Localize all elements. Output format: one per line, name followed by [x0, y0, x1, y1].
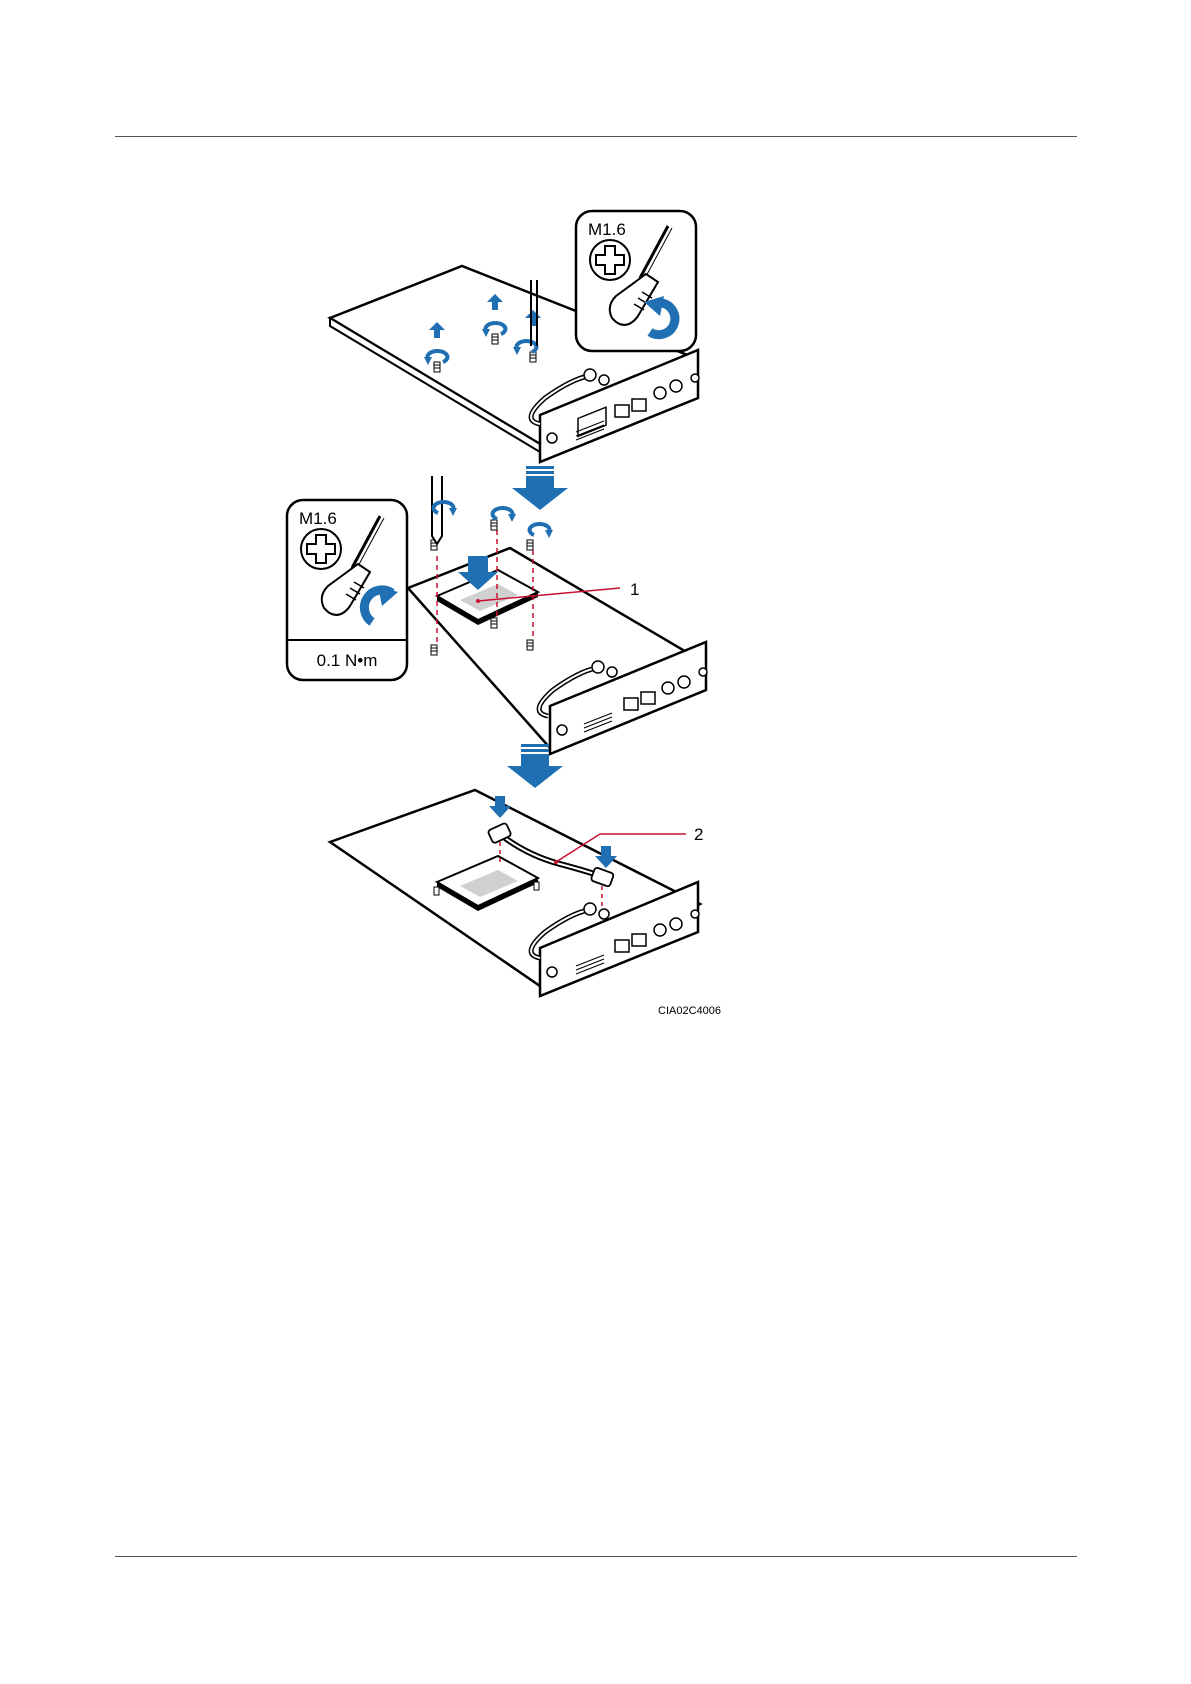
tool-badge-top: M1.6 — [576, 211, 696, 351]
phillips-icon — [301, 529, 341, 569]
step-3-board: 2 — [330, 790, 703, 996]
screw-size-label-mid: M1.6 — [299, 509, 337, 528]
step-arrow-1 — [512, 466, 568, 510]
figure-id: CIA02C4006 — [658, 1005, 721, 1017]
phillips-icon — [590, 240, 630, 280]
step-2-board: 1 — [408, 476, 707, 756]
screw-size-label-top: M1.6 — [588, 220, 626, 239]
torque-label: 0.1 N•m — [317, 651, 378, 670]
callout-2-number: 2 — [694, 825, 703, 844]
callout-1-number: 1 — [630, 580, 639, 599]
tool-badge-mid: M1.6 0.1 N•m — [287, 500, 407, 680]
